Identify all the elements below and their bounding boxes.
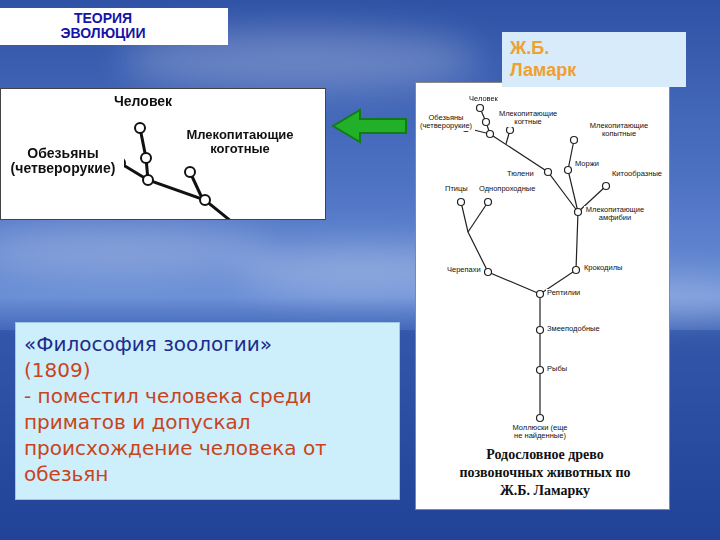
branch-line (480, 108, 578, 212)
species-label: Рыбы (546, 365, 576, 373)
branch-line (461, 202, 540, 294)
tree-branches (461, 108, 606, 418)
species-label: Млекопитающие амфибии (584, 206, 646, 223)
tree-dot (537, 327, 544, 334)
tree-dot (458, 199, 465, 206)
species-label: Моллюски (еще не найденные) (508, 424, 572, 441)
tree-dot (143, 175, 153, 185)
species-label: Птицы (444, 185, 474, 193)
species-label: Китообразные (611, 170, 665, 178)
tree-dot (200, 195, 210, 205)
species-label: Однопроходные (478, 185, 540, 193)
arrow-shape (333, 110, 406, 142)
author-box: Ж.Б. Ламарк (502, 32, 686, 87)
branch-line (468, 202, 488, 232)
tree-dot (537, 367, 544, 374)
zoom-label: Человек (113, 94, 183, 109)
box-heading: ТЕОРИЯ ЭВОЛЮЦИИ (48, 11, 158, 42)
branch-line (568, 140, 578, 212)
tree-dot (545, 169, 552, 176)
species-label: Тюлени (506, 170, 540, 178)
caption: Родословное древо позвоночных животных п… (445, 446, 645, 501)
tree-dot (573, 267, 580, 274)
text-box: «Философия зоологии»(1809)- поместил чел… (15, 322, 400, 500)
tree-dot (141, 153, 151, 163)
tree-dot (537, 415, 544, 422)
tree-dot (477, 105, 484, 112)
tree-dot (507, 127, 514, 134)
tree-dot (571, 137, 578, 144)
zoom-label: Млекопитающие коготные (170, 128, 310, 157)
zoom-label: Обезьяны (четверорукие) (2, 146, 124, 177)
tree-dot (603, 183, 610, 190)
species-label: Змееподобные (546, 325, 606, 333)
branch-line (539, 294, 540, 418)
tree-dot (485, 199, 492, 206)
tree-nodes (458, 105, 610, 422)
green-arrow (330, 106, 410, 146)
species-label: Млекопитающие когтные (498, 110, 558, 127)
tree-dot (537, 291, 544, 298)
tree-dot (565, 167, 572, 174)
species-label: Крокодилы (583, 264, 631, 272)
box-text: - поместил человека среди приматов и доп… (24, 383, 391, 487)
tree-dot (575, 209, 582, 216)
species-label: Человек (468, 95, 508, 103)
box-heading: «Философия зоологии» (24, 331, 391, 357)
species-label: Черепахи (446, 266, 484, 274)
tree-dot (487, 131, 494, 138)
title-box: ТЕОРИЯ ЭВОЛЮЦИИ (0, 8, 228, 45)
species-label: Млекопитающие копытные (588, 122, 650, 139)
species-label: Рептилии (546, 289, 588, 297)
species-label: Моржи (574, 160, 606, 168)
species-label: Обезьяны (четверорукие) (417, 114, 475, 131)
branch-line (540, 212, 578, 294)
tree-dot (485, 269, 492, 276)
tree-dot (185, 167, 195, 177)
cloud (0, 225, 270, 275)
tree-dot (483, 119, 490, 126)
box-heading: Ж.Б. Ламарк (510, 38, 590, 81)
box-text: (1809) (24, 357, 391, 383)
tree-dot (135, 123, 145, 133)
